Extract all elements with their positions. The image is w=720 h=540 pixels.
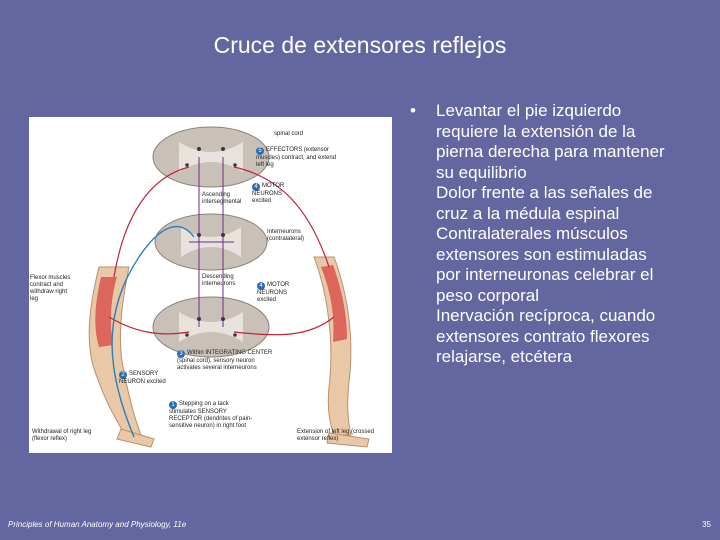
bullet-line: su equilibrio [436,162,527,182]
step-badge-2: 2 [119,371,127,379]
label-flexor-muscles: Flexor muscles contract and withdraw rig… [30,275,71,302]
sensory-path [111,226,195,438]
bullet-line: por interneuronas celebrar el [436,265,654,284]
page-number: 35 [702,520,711,529]
label-withdrawal: Withdrawal of right leg (flexor reflex) [32,429,92,442]
label-sensory-text: SENSORY NEURON excited [119,371,166,385]
step-badge-4b: 4 [257,282,265,290]
label-spinal-cord: spinal cord [274,131,304,137]
motor-path-lower [233,316,335,336]
spinal-section-bottom [152,296,270,358]
label-motor-upper-text: MOTOR NEURONS excited [252,183,285,204]
flexor-motor-path-lower [108,316,190,335]
label-ascending: Ascending intersegmental [202,192,242,205]
step-badge-4a: 4 [252,183,260,191]
bullet-line: requiere la extensión de la [436,121,636,141]
step-badge-5: 5 [256,147,264,155]
bullet-line: Contralaterales músculos [436,224,628,243]
bullet-line: extensores son estimuladas [436,244,647,264]
bullet-line: cruz a la médula espinal [436,203,620,223]
bullet-marker: • [410,101,416,120]
label-effectors-text: EFFECTORS (extensor muscles) contract, a… [256,147,337,168]
step-badge-3: 3 [177,350,185,358]
footer-source: Principles of Human Anatomy and Physiolo… [8,520,187,529]
label-integrating-text: Within INTEGRATING CENTER (spinal cord),… [177,350,273,371]
spinal-section-top [152,126,270,188]
right-foot [116,428,155,448]
bullet-item: • Levantar el pie izquierdo [410,101,710,122]
label-descending: Descending interneurons [202,274,236,287]
reflex-diagram [88,126,370,448]
bullet-list: • Levantar el pie izquierdo requiere la … [410,101,710,368]
label-extension: Extension of left leg (crossed extensor … [297,429,375,442]
bullet-line: pierna derecha para mantener [436,142,665,161]
bullet-line: peso corporal [436,285,540,305]
neuron-bodies [185,147,237,337]
motor-path-upper [233,166,330,268]
bullet-line: extensores contrato flexores [436,326,650,346]
left-foot [326,432,370,448]
label-interneurons: Interneurons (contralateral) [267,229,305,242]
label-receptor-text: Stepping on a tack stimulates SENSORY RE… [169,401,253,429]
bullet-line: Dolor frente a las señales de [436,183,653,202]
label-motor-lower-text: MOTOR NEURONS excited [257,282,290,303]
flexor-motor-path [113,166,190,278]
bullet-line: Levantar el pie izquierdo [436,101,622,120]
bullet-line: relajarse, etcétera [436,347,573,366]
right-leg-muscle [95,277,117,347]
slide-title: Cruce de extensores reflejos [213,32,507,58]
step-badge-1: 1 [169,401,177,409]
left-leg-muscle [321,265,347,342]
bullet-line: Inervación recíproca, cuando [436,306,656,325]
right-leg [88,266,142,436]
